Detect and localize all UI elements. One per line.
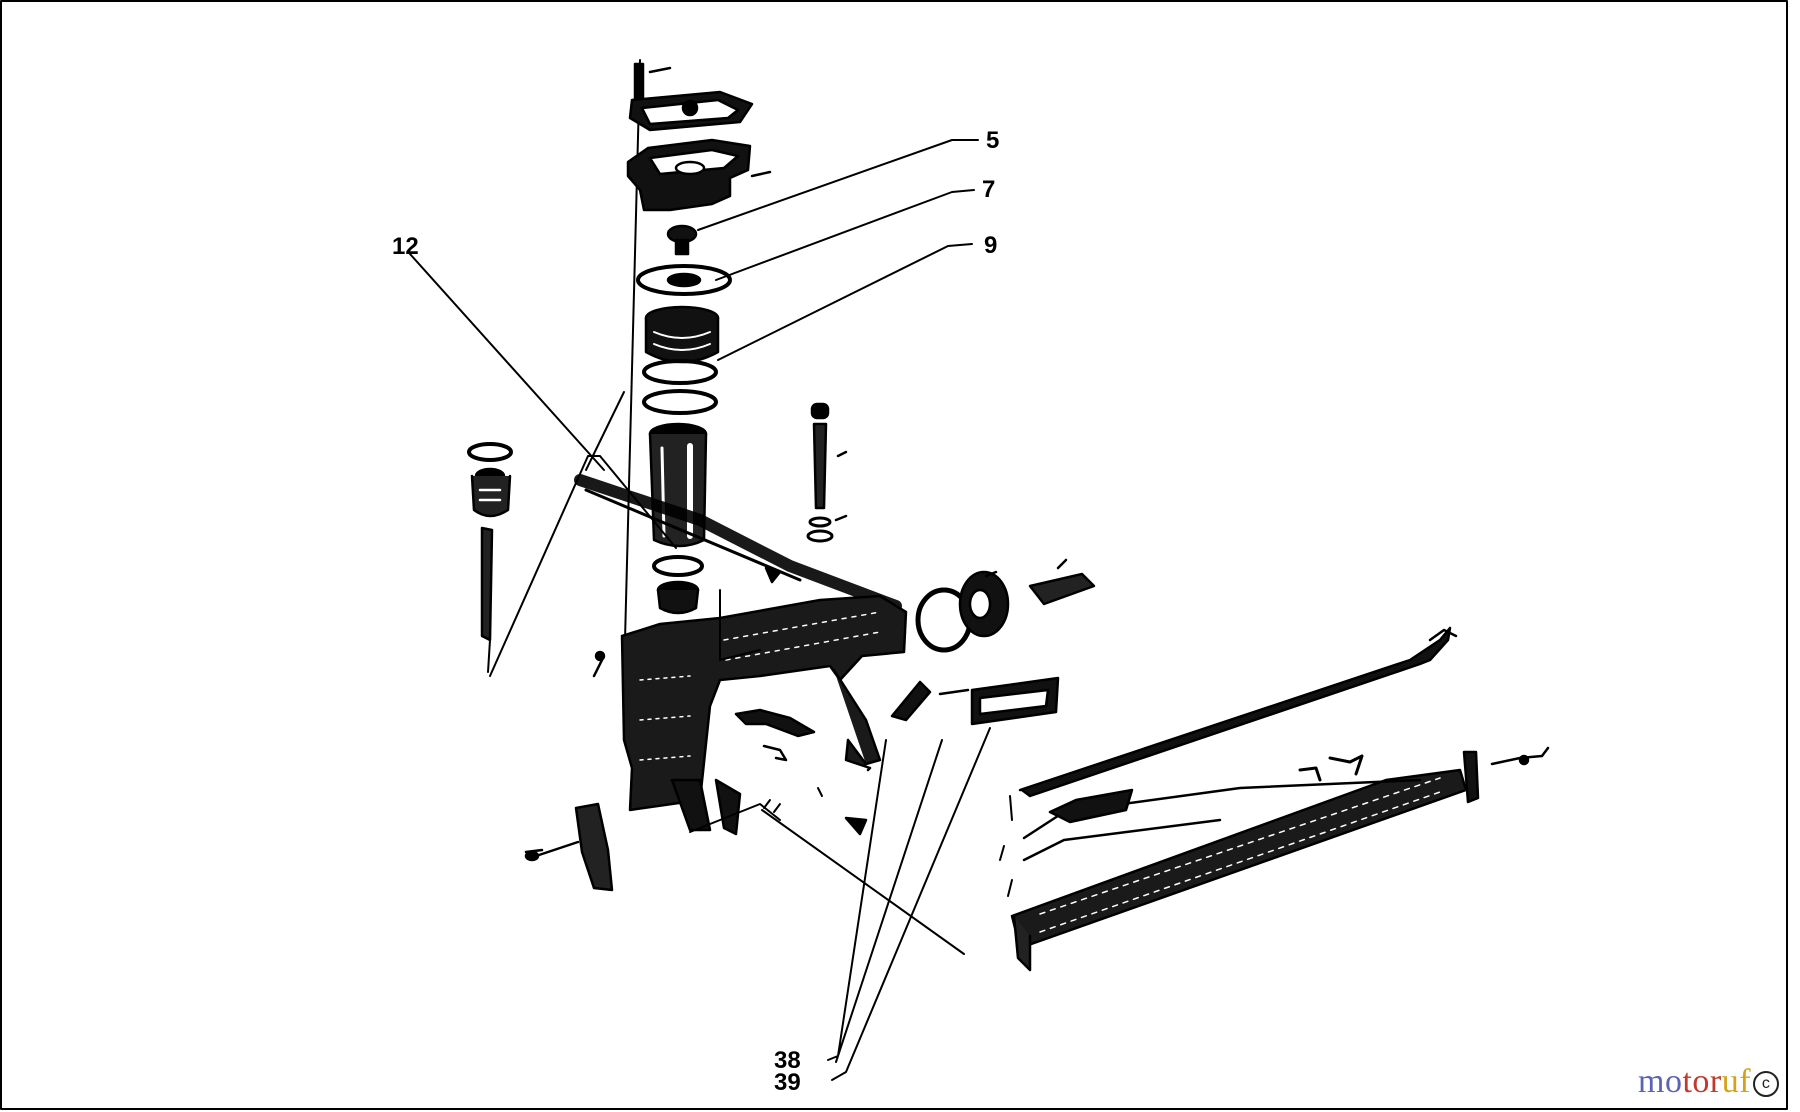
cylinder-seal-ring	[652, 555, 704, 577]
watermark-text-b: tor	[1682, 1063, 1722, 1100]
leader-part-5	[697, 139, 979, 231]
trigger-bracket-part	[890, 676, 1060, 726]
o-ring-lower	[642, 389, 718, 415]
leader-part-12	[409, 253, 605, 471]
leader-part-9	[717, 243, 973, 361]
arrow-marker-upper	[764, 566, 782, 584]
watermark-text-a: mo	[1638, 1063, 1683, 1100]
tool-body-housing	[620, 594, 908, 836]
top-pin-part	[633, 62, 672, 102]
deflector-leader	[487, 639, 491, 673]
assembly-axis-line	[624, 59, 641, 641]
leader-wedge	[574, 474, 902, 612]
leader-part-7	[715, 189, 975, 281]
cylinder-cap-part	[628, 90, 754, 132]
magazine-clips	[1298, 746, 1550, 804]
trigger-valve-part	[806, 402, 848, 543]
cylinder-head-part	[626, 138, 772, 212]
arrow-marker-lower	[844, 816, 868, 836]
label-part-7: 7	[982, 176, 995, 203]
trigger-lever-part	[734, 708, 816, 762]
leader-diagonal-a	[584, 488, 802, 582]
end-cap-part	[958, 570, 1010, 638]
piston-head-part	[644, 305, 720, 364]
bumper-part	[656, 580, 700, 615]
label-part-5: 5	[986, 127, 999, 154]
nose-screws	[763, 787, 823, 813]
exhaust-deflector-part	[467, 442, 513, 642]
magazine-leader-ticks	[999, 795, 1013, 897]
label-part-9: 9	[984, 232, 997, 259]
side-pin-part	[592, 650, 606, 678]
leader-nose-rail	[689, 803, 965, 955]
o-ring-upper	[642, 359, 718, 385]
copyright-icon: c	[1753, 1071, 1780, 1098]
leader-body	[719, 589, 761, 661]
magazine-rail-part	[1010, 768, 1468, 972]
pusher-rod-part	[1018, 626, 1458, 798]
label-part-12: 12	[392, 233, 419, 260]
leader-axis-b	[585, 391, 625, 471]
nose-piece-part	[524, 802, 614, 892]
label-part-39: 39	[774, 1069, 801, 1096]
watermark-text-c: uf	[1721, 1063, 1752, 1100]
leader-parts-38-39	[827, 727, 991, 1081]
label-part-38: 38	[774, 1047, 801, 1074]
air-plug-part	[1028, 558, 1096, 606]
valve-part	[666, 224, 698, 256]
washer-part	[636, 264, 732, 296]
